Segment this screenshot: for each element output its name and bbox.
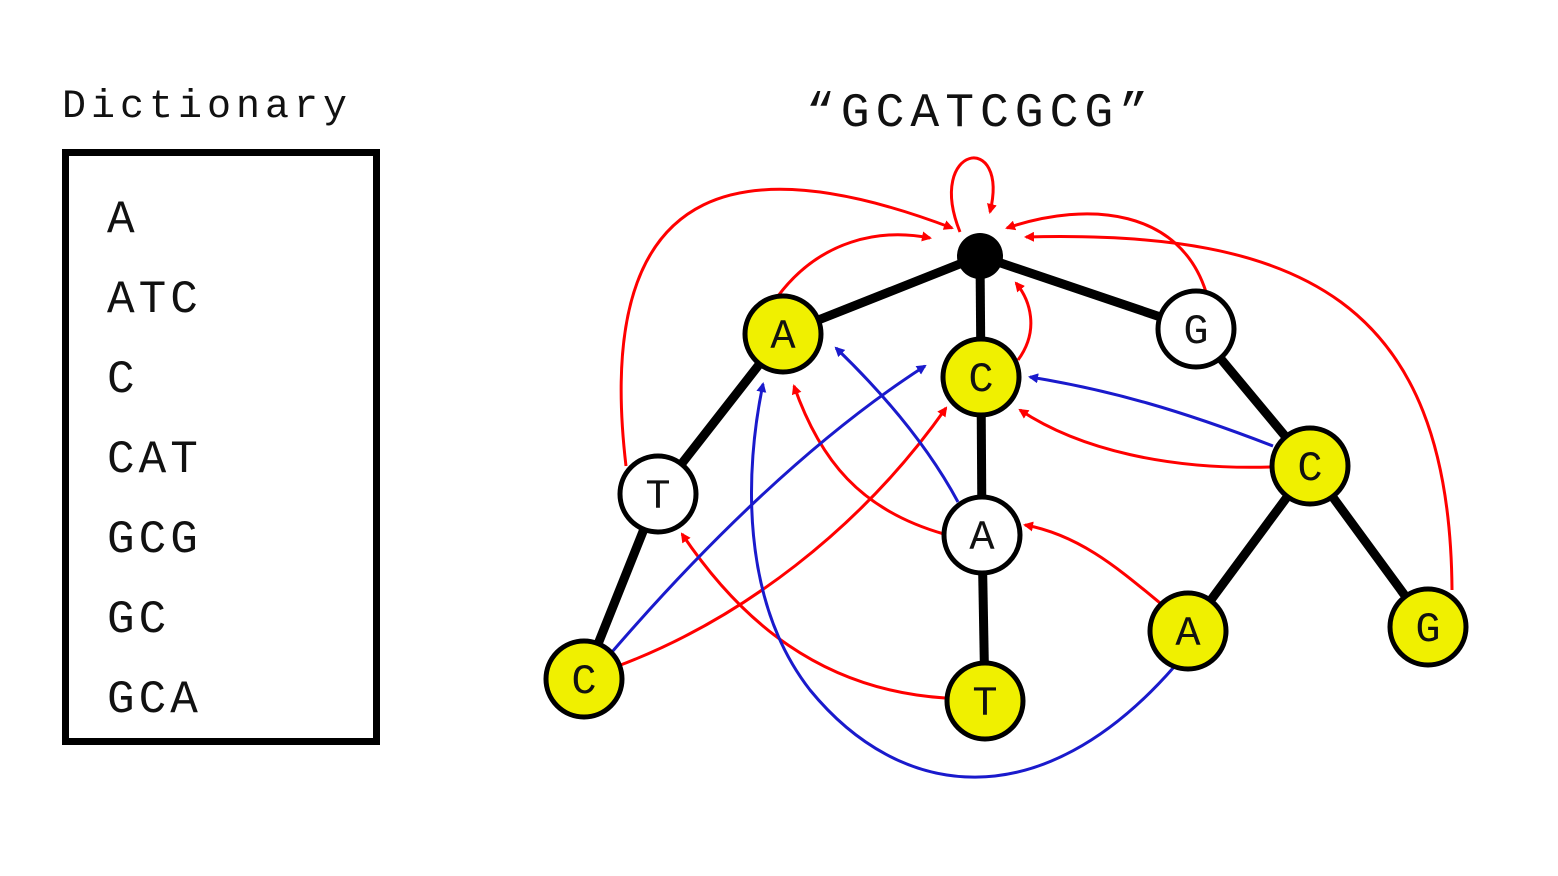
dictionary-word: GC	[107, 594, 171, 646]
dictionary-title: Dictionary	[62, 85, 353, 130]
dictionary-word: ATC	[107, 274, 202, 326]
failure-link-GCG-to-root	[1024, 231, 1454, 591]
node-letter: A	[1175, 610, 1201, 658]
node-circle	[742, 293, 824, 375]
query-string: “GCATCGCG”	[805, 87, 1155, 141]
trie-node-A: A	[742, 293, 824, 375]
failure-link-C-to-root	[1014, 281, 1033, 361]
node-circle	[1155, 288, 1237, 370]
dictionary-word: C	[107, 354, 139, 406]
node-circle	[1387, 586, 1469, 668]
trie-nodes: A T C C A T G C A G	[543, 233, 1469, 742]
dictionary-word: CAT	[107, 434, 202, 486]
node-circle	[1147, 590, 1229, 672]
node-letter: T	[972, 680, 997, 728]
failure-link-CAT-to-AT	[680, 532, 946, 700]
node-circle	[617, 453, 699, 535]
failure-link-AT-to-root	[619, 187, 954, 467]
failure-link-GCA-to-CA	[1023, 521, 1161, 605]
failure-link-G-to-root	[1005, 212, 1208, 293]
dictionary-word: A	[107, 194, 139, 246]
failure-link-GC-to-C	[1018, 408, 1272, 469]
trie-root-node	[957, 233, 1003, 279]
failure-link-CA-to-A	[791, 384, 945, 536]
dictionary-box: A ATC C CAT GCG GC GCA	[62, 149, 380, 745]
trie-node-ATC: C	[543, 638, 625, 720]
trie-node-CA: A	[941, 494, 1023, 576]
dictionary-word: GCG	[107, 514, 202, 566]
node-letter: G	[1415, 606, 1440, 654]
node-letter: C	[571, 658, 596, 706]
dictionary-suffix-link-ATC-to-C	[610, 364, 927, 653]
node-letter: C	[968, 356, 993, 404]
trie-node-AT: T	[617, 453, 699, 535]
node-circle	[941, 494, 1023, 576]
trie-node-GCG: G	[1387, 586, 1469, 668]
dictionary-suffix-link-GC-to-C	[1028, 373, 1274, 448]
node-letter: C	[1297, 445, 1322, 493]
node-circle	[543, 638, 625, 720]
node-circle	[940, 336, 1022, 418]
node-letter: T	[645, 473, 670, 521]
node-letter: A	[770, 313, 796, 361]
dictionary-word: GCA	[107, 674, 202, 726]
root-dot	[957, 233, 1003, 279]
node-letter: A	[969, 514, 995, 562]
dictionary-suffix-link-GCA-to-A	[749, 382, 1176, 779]
trie-node-CAT: T	[944, 660, 1026, 742]
trie-node-G: G	[1155, 288, 1237, 370]
node-letter: G	[1183, 308, 1208, 356]
trie-node-GC: C	[1269, 425, 1351, 507]
trie-node-C: C	[940, 336, 1022, 418]
node-circle	[1269, 425, 1351, 507]
dictionary-suffix-link-CA-to-A	[834, 346, 960, 503]
suffix-links	[610, 156, 1454, 779]
trie-node-GCA: A	[1147, 590, 1229, 672]
failure-link-A-to-root	[776, 231, 932, 297]
node-circle	[944, 660, 1026, 742]
failure-link-root-to-root	[949, 156, 997, 233]
dictionary-list: A ATC C CAT GCG GC GCA	[107, 180, 202, 740]
failure-link-ATC-to-C	[617, 406, 948, 668]
